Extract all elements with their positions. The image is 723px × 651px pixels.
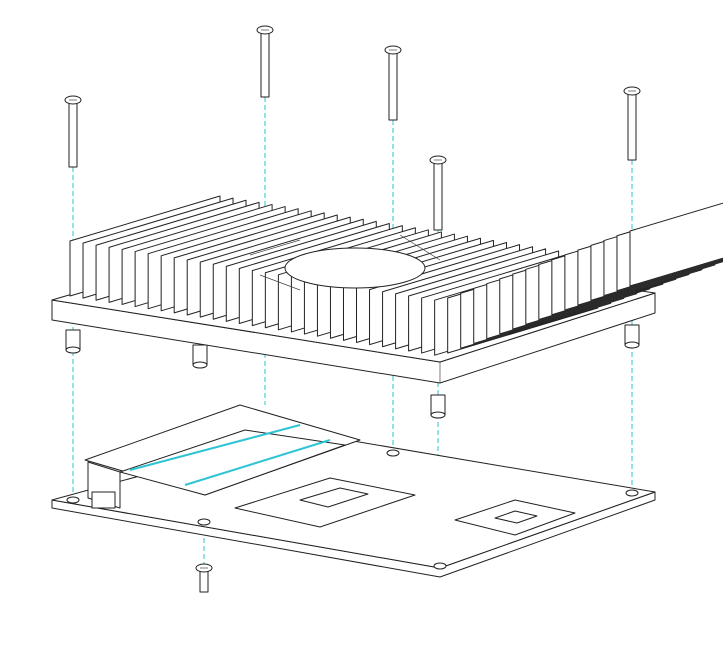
standoffs	[65, 324, 640, 419]
screw	[64, 95, 82, 168]
standoff-base	[65, 346, 81, 354]
memory-slot	[84, 404, 361, 509]
fin	[629, 202, 723, 287]
screw	[384, 45, 402, 121]
heatsink	[51, 195, 723, 384]
connector	[91, 491, 116, 509]
cpu-chip	[234, 477, 416, 528]
screw	[256, 25, 274, 98]
fan	[249, 234, 441, 291]
screw-shaft	[388, 50, 398, 121]
standoff-base	[192, 361, 208, 369]
screw	[429, 155, 447, 231]
screws	[64, 25, 641, 593]
screw-shaft	[627, 91, 637, 161]
screw-shaft	[433, 160, 443, 231]
standoff-base	[624, 341, 640, 349]
screw-shaft	[260, 30, 270, 98]
screw	[195, 563, 213, 593]
standoff-base	[430, 411, 446, 419]
carrier-board	[51, 404, 656, 578]
board-holes	[66, 449, 639, 570]
screw-shaft	[68, 100, 78, 168]
screw	[623, 86, 641, 161]
chipset-chip	[454, 499, 576, 536]
